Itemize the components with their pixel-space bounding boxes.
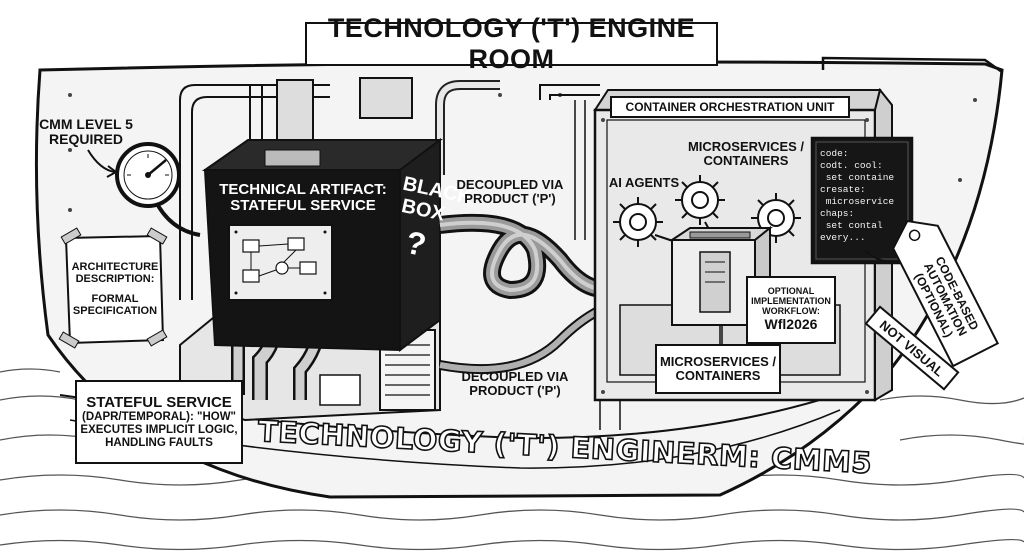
technical-artifact-label: TECHNICAL ARTIFACT: STATEFUL SERVICE: [219, 181, 387, 215]
decoupled-label-top: DECOUPLED VIA PRODUCT ('P'): [456, 177, 564, 207]
gauge-pointer-arrow: [87, 149, 116, 173]
black-box-cube: [201, 138, 443, 352]
microservices-label-top: MICROSERVICES / CONTAINERS: [687, 139, 805, 169]
gauge-icon: [115, 142, 201, 237]
stateful-service-note: STATEFUL SERVICE (DAPR/TEMPORAL): "HOW" …: [75, 380, 243, 464]
tag-string: [864, 249, 899, 263]
bow-rail: [821, 56, 1003, 74]
decoupled-label-bottom: DECOUPLED VIA PRODUCT ('P'): [461, 369, 569, 399]
architecture-sheet: [58, 227, 168, 349]
ai-agents-label: AI AGENTS: [608, 175, 680, 190]
microservices-label-bottom: MICROSERVICES / CONTAINERS: [655, 344, 781, 394]
gauge-label: CMM LEVEL 5 REQUIRED: [39, 116, 133, 148]
overhead-pipes: [179, 80, 600, 300]
container-machine: [668, 225, 773, 328]
terminal-code: code: codt. cool: set containe cresate: …: [820, 148, 895, 243]
automation-tag: [892, 219, 1000, 368]
container-orchestration-label: CONTAINER ORCHESTRATION UNIT: [610, 96, 850, 118]
workflow-note: OPTIONAL IMPLEMENTATION WORKFLOW: Wfl202…: [746, 276, 836, 344]
overhead-junction-box: [359, 77, 413, 119]
page-title: TECHNOLOGY ('T') ENGINE ROOM: [305, 13, 718, 74]
architecture-description: ARCHITECTURE DESCRIPTION: FORMAL SPECIFI…: [71, 261, 159, 317]
